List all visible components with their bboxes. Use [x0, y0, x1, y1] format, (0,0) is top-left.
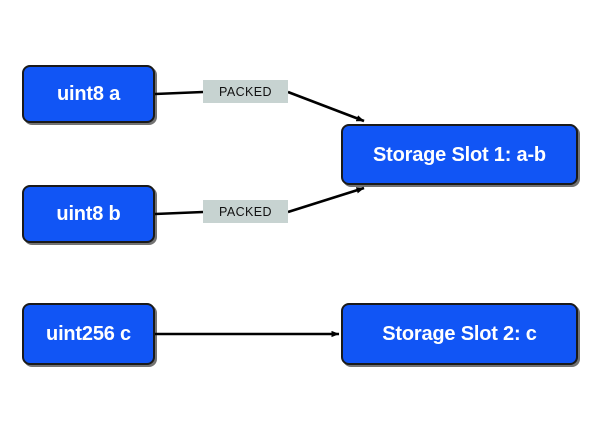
edge-packed-to-slot1-upper [287, 90, 365, 123]
node-uint8-a[interactable]: uint8 a [22, 65, 155, 123]
node-uint256-c-label: uint256 c [46, 323, 131, 345]
node-uint256-c[interactable]: uint256 c [22, 303, 155, 365]
edge-b-to-packed [154, 210, 204, 216]
node-uint8-b[interactable]: uint8 b [22, 185, 155, 243]
node-storage-slot-2-label: Storage Slot 2: c [382, 323, 537, 345]
edge-label-packed-b-text: PACKED [219, 204, 272, 219]
node-uint8-a-label: uint8 a [56, 83, 121, 105]
node-storage-slot-1[interactable]: Storage Slot 1: a-b [341, 124, 578, 185]
node-storage-slot-1-label: Storage Slot 1: a-b [373, 143, 546, 166]
edge-label-packed-b: PACKED [203, 200, 288, 223]
node-uint8-b-label: uint8 b [56, 203, 121, 225]
edge-a-to-packed [154, 90, 204, 96]
edge-label-packed-a: PACKED [203, 80, 288, 103]
node-storage-slot-2[interactable]: Storage Slot 2: c [341, 303, 578, 365]
edge-label-packed-a-text: PACKED [219, 84, 272, 99]
edge-packed-to-slot1-lower [287, 186, 365, 214]
